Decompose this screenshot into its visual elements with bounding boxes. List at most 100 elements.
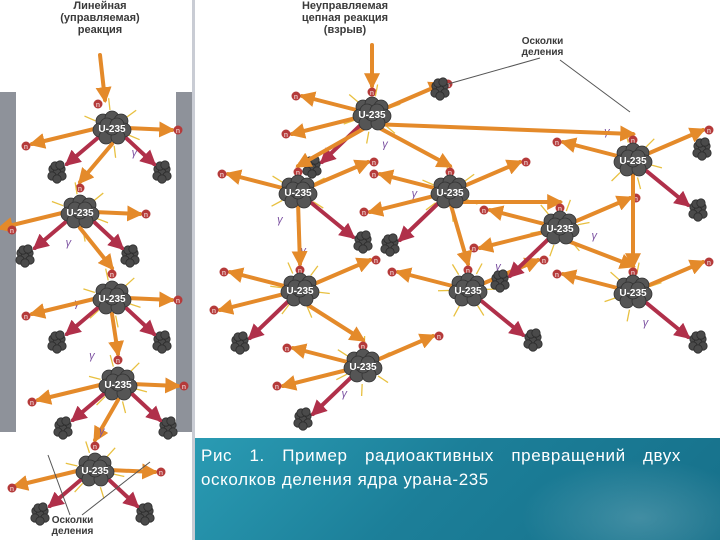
neutron-label: n [372,160,376,167]
neutron: n [22,312,31,322]
gamma-ray [578,223,590,225]
nucleus-label: U-235 [358,110,386,121]
neutron-arrow [109,470,155,472]
gamma-symbol: γ [89,350,96,362]
gamma-symbol: γ [99,426,106,438]
neutron-arrow [15,470,81,486]
gamma-ray [336,374,347,379]
gamma-ray [367,132,369,144]
fragment-arrow [124,136,154,164]
gamma-symbol: γ [382,139,389,151]
fission-fragment [491,270,509,292]
gamma-ray [452,264,458,274]
nucleus-label: U-235 [104,380,132,391]
neutron-label: n [182,384,186,391]
neutron-label: n [294,94,298,101]
nucleus-label: U-235 [619,288,647,299]
label-pointer [560,60,630,112]
gamma-ray [52,201,63,205]
fission-fragment [689,199,707,221]
control-rod-right [176,92,192,432]
gamma-ray [273,176,283,182]
neutron-label: n [10,228,14,235]
fission-fragment [48,331,66,353]
neutron: n [142,210,151,220]
neutron: n [114,356,123,366]
fragment-arrow [50,478,83,506]
gamma-ray [107,448,115,457]
fragments-label-bottom: Осколки деления [35,515,110,537]
figure-caption: Рис 1. Пример радиоактивных превращений … [201,444,681,492]
neutron: n [370,170,379,180]
fission-fragment [354,231,372,253]
neutron-label: n [10,486,14,493]
gamma-ray [646,139,655,147]
gamma-ray [86,441,90,452]
neutron-arrow [32,298,98,314]
neutron-arrow [100,55,105,100]
gamma-ray [477,305,483,315]
gamma-ray [100,487,104,498]
gamma-symbol: γ [277,214,284,226]
neutron: n [108,270,117,280]
gamma-ray [114,146,115,158]
nucleus-label: U-235 [619,156,647,167]
fragment-arrow [67,306,100,334]
neutron-label: n [275,384,279,391]
nucleus-label: U-235 [286,286,314,297]
neutron: n [370,158,379,168]
neutron-label: n [222,270,226,277]
nucleus-label: U-235 [98,124,126,135]
neutron: n [220,268,229,278]
neutron: n [435,332,444,342]
neutron-arrow [32,128,98,144]
neutron-arrow [300,300,363,340]
neutron: n [292,92,301,102]
gamma-symbol: γ [66,237,73,249]
fission-fragment [294,408,312,430]
neutron-arrow [132,384,178,386]
fission-fragment [431,78,449,100]
fission-fragment [231,332,249,354]
neutron-arrow [94,212,140,214]
neutron-label: n [78,186,82,193]
neutron-label: n [110,272,114,279]
neutron-label: n [390,270,394,277]
gamma-ray [612,173,621,181]
neutron: n [157,468,166,478]
gamma-ray [605,298,616,302]
gamma-ray [318,292,330,293]
neutron-label: n [707,128,711,135]
neutron-arrow [450,202,468,264]
gamma-ray [83,289,94,293]
neutron: n [705,258,714,268]
neutron: n [388,268,397,278]
neutron: n [480,206,489,216]
gamma-ray [378,376,388,383]
neutron-label: n [370,90,374,97]
fragments-label-top: Осколки деления [505,36,580,58]
gamma-ray [650,165,662,168]
fragment-arrow [67,136,100,164]
neutron-label: n [30,400,34,407]
neutron-label: n [116,358,120,365]
gamma-ray [349,94,358,102]
fragment-arrow [73,392,106,420]
neutron-arrow [126,298,172,300]
gamma-ray [113,474,125,477]
neutron-label: n [482,208,486,215]
gamma-symbol: γ [643,317,650,329]
neutron-label: n [362,210,366,217]
nucleus-label: U-235 [98,294,126,305]
fission-fragment [524,329,542,351]
neutron: n [28,398,37,408]
gamma-ray [550,245,554,256]
neutron-arrow [372,124,633,134]
neutron-label: n [437,334,441,341]
nucleus-label: U-235 [349,362,377,373]
neutron-label: n [285,346,289,353]
neutron-label: n [96,102,100,109]
neutron-label: n [542,258,546,265]
gamma-ray [123,401,126,413]
gamma-symbol: γ [591,230,598,242]
